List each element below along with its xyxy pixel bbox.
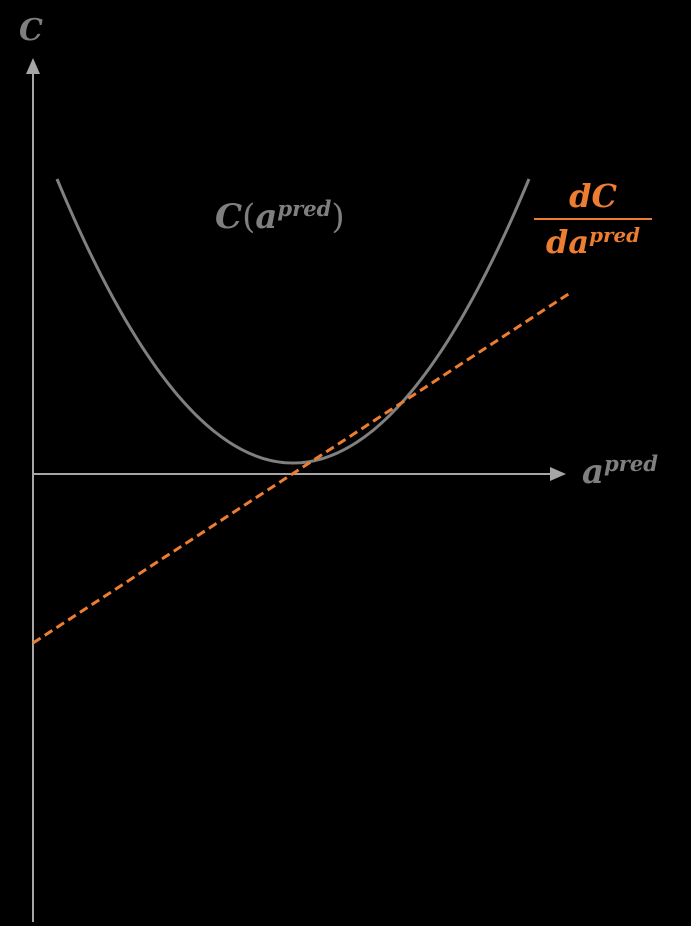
y-axis-label: C	[19, 13, 43, 48]
curve-label-function: C	[215, 197, 243, 237]
derivative-numerator: dC	[569, 177, 617, 215]
y-axis-arrow-icon	[26, 58, 40, 74]
cost-curve	[55, 178, 531, 465]
x-axis-label: apred	[582, 452, 658, 492]
derivative-denominator: dapred	[534, 223, 652, 261]
derivative-denominator-base: da	[546, 223, 590, 261]
curve-label-close-paren: )	[331, 197, 345, 237]
fraction-bar	[534, 218, 652, 220]
derivative-label: dC dapred	[534, 180, 652, 258]
tangent-line	[32, 291, 571, 645]
curve-label-superscript: pred	[277, 196, 332, 222]
curve-label-open-paren: (	[242, 197, 256, 237]
curve-label-base: a	[255, 197, 278, 237]
curve-label: C(apred)	[215, 197, 345, 237]
x-axis-label-base: a	[582, 452, 605, 492]
derivative-denominator-superscript: pred	[589, 223, 640, 248]
x-axis-label-superscript: pred	[604, 451, 659, 477]
x-axis-arrow-icon	[550, 467, 566, 481]
